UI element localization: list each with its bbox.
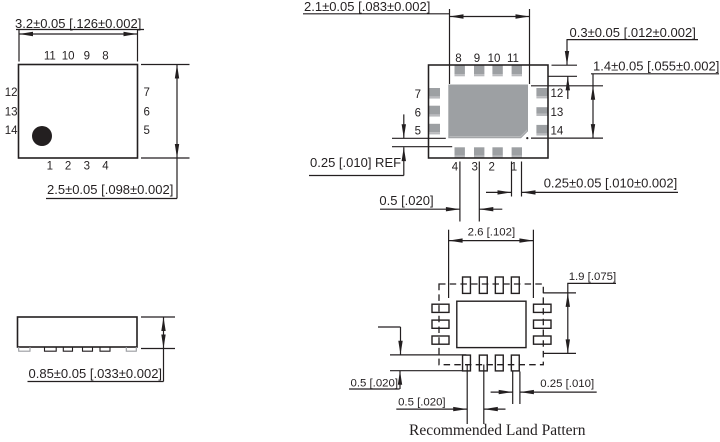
svg-text:0.5 [.020]: 0.5 [.020] [379,193,433,208]
svg-text:6: 6 [144,107,150,119]
svg-text:8: 8 [455,53,461,65]
svg-text:7: 7 [144,87,150,99]
svg-text:11: 11 [44,51,56,63]
svg-text:0.85±0.05 [.033±0.002]: 0.85±0.05 [.033±0.002] [29,366,163,381]
svg-text:9: 9 [474,53,480,65]
svg-text:11: 11 [507,53,519,65]
svg-text:0.3±0.05 [.012±0.002]: 0.3±0.05 [.012±0.002] [570,25,696,40]
svg-text:13: 13 [5,107,18,119]
svg-text:Recommended Land Pattern: Recommended Land Pattern [409,422,586,439]
svg-text:8: 8 [102,51,108,63]
svg-text:4: 4 [102,161,109,173]
svg-text:10: 10 [488,53,501,65]
svg-text:3: 3 [471,161,477,173]
svg-text:14: 14 [551,125,564,137]
svg-text:2.1±0.05 [.083±0.002]: 2.1±0.05 [.083±0.002] [304,0,430,14]
svg-text:13: 13 [551,107,564,119]
svg-text:0.25 [.010]: 0.25 [.010] [540,378,594,390]
svg-text:2: 2 [488,161,494,173]
svg-text:1.9 [.075]: 1.9 [.075] [569,271,617,283]
svg-text:0.5 [.020]: 0.5 [.020] [351,377,399,389]
svg-text:2.5±0.05 [.098±0.002]: 2.5±0.05 [.098±0.002] [47,182,173,197]
svg-text:2: 2 [65,161,71,173]
svg-text:5: 5 [415,126,421,138]
svg-text:12: 12 [551,88,564,100]
svg-text:9: 9 [84,51,90,63]
svg-text:0.25 [.010] REF: 0.25 [.010] REF [310,155,401,170]
svg-text:12: 12 [5,87,18,99]
svg-text:0.5 [.020]: 0.5 [.020] [398,396,446,408]
svg-text:3.2±0.05 [.126±0.002]: 3.2±0.05 [.126±0.002] [15,16,141,31]
svg-text:1: 1 [511,161,517,173]
svg-text:0.25±0.05 [.010±0.002]: 0.25±0.05 [.010±0.002] [544,176,678,191]
svg-text:5: 5 [144,125,150,137]
svg-text:3: 3 [84,161,90,173]
svg-text:2.6 [.102]: 2.6 [.102] [468,227,516,239]
svg-text:7: 7 [415,89,421,101]
svg-text:6: 6 [415,107,421,119]
svg-text:14: 14 [5,125,18,137]
svg-text:4: 4 [452,161,459,173]
svg-text:10: 10 [62,51,75,63]
svg-text:1.4±0.05 [.055±0.002]: 1.4±0.05 [.055±0.002] [593,59,719,74]
svg-text:1: 1 [47,161,53,173]
